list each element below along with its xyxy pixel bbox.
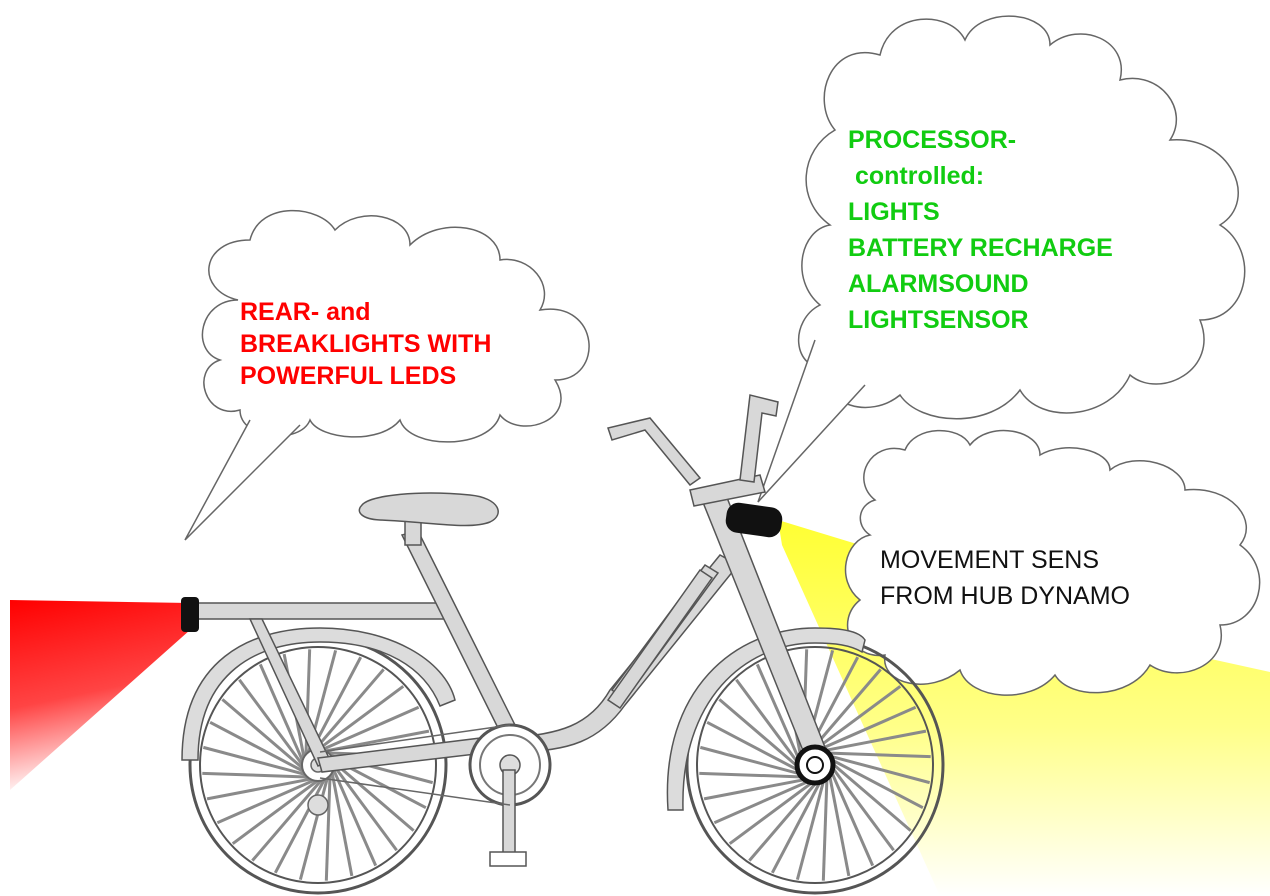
rear-light-beam: [10, 600, 190, 790]
processor-line: ALARMSOUND: [848, 270, 1029, 298]
rear-lights-line: BREAKLIGHTS WITH: [240, 330, 491, 358]
processor-line: BATTERY RECHARGE: [848, 234, 1113, 262]
movement-line: FROM HUB DYNAMO: [880, 582, 1130, 610]
rear-lights-line: REAR- and: [240, 298, 371, 326]
bike-frame: [195, 395, 830, 772]
hub-dynamo: [797, 747, 833, 783]
saddle: [359, 493, 498, 525]
rear-lamp: [181, 597, 199, 632]
processor-line: LIGHTSENSOR: [848, 306, 1029, 334]
rear-lights-line: POWERFUL LEDS: [240, 362, 456, 390]
movement-line: MOVEMENT SENS: [880, 546, 1099, 574]
processor-line: LIGHTS: [848, 198, 940, 226]
processor-line: PROCESSOR-: [848, 126, 1016, 154]
processor-line: controlled:: [848, 162, 984, 190]
